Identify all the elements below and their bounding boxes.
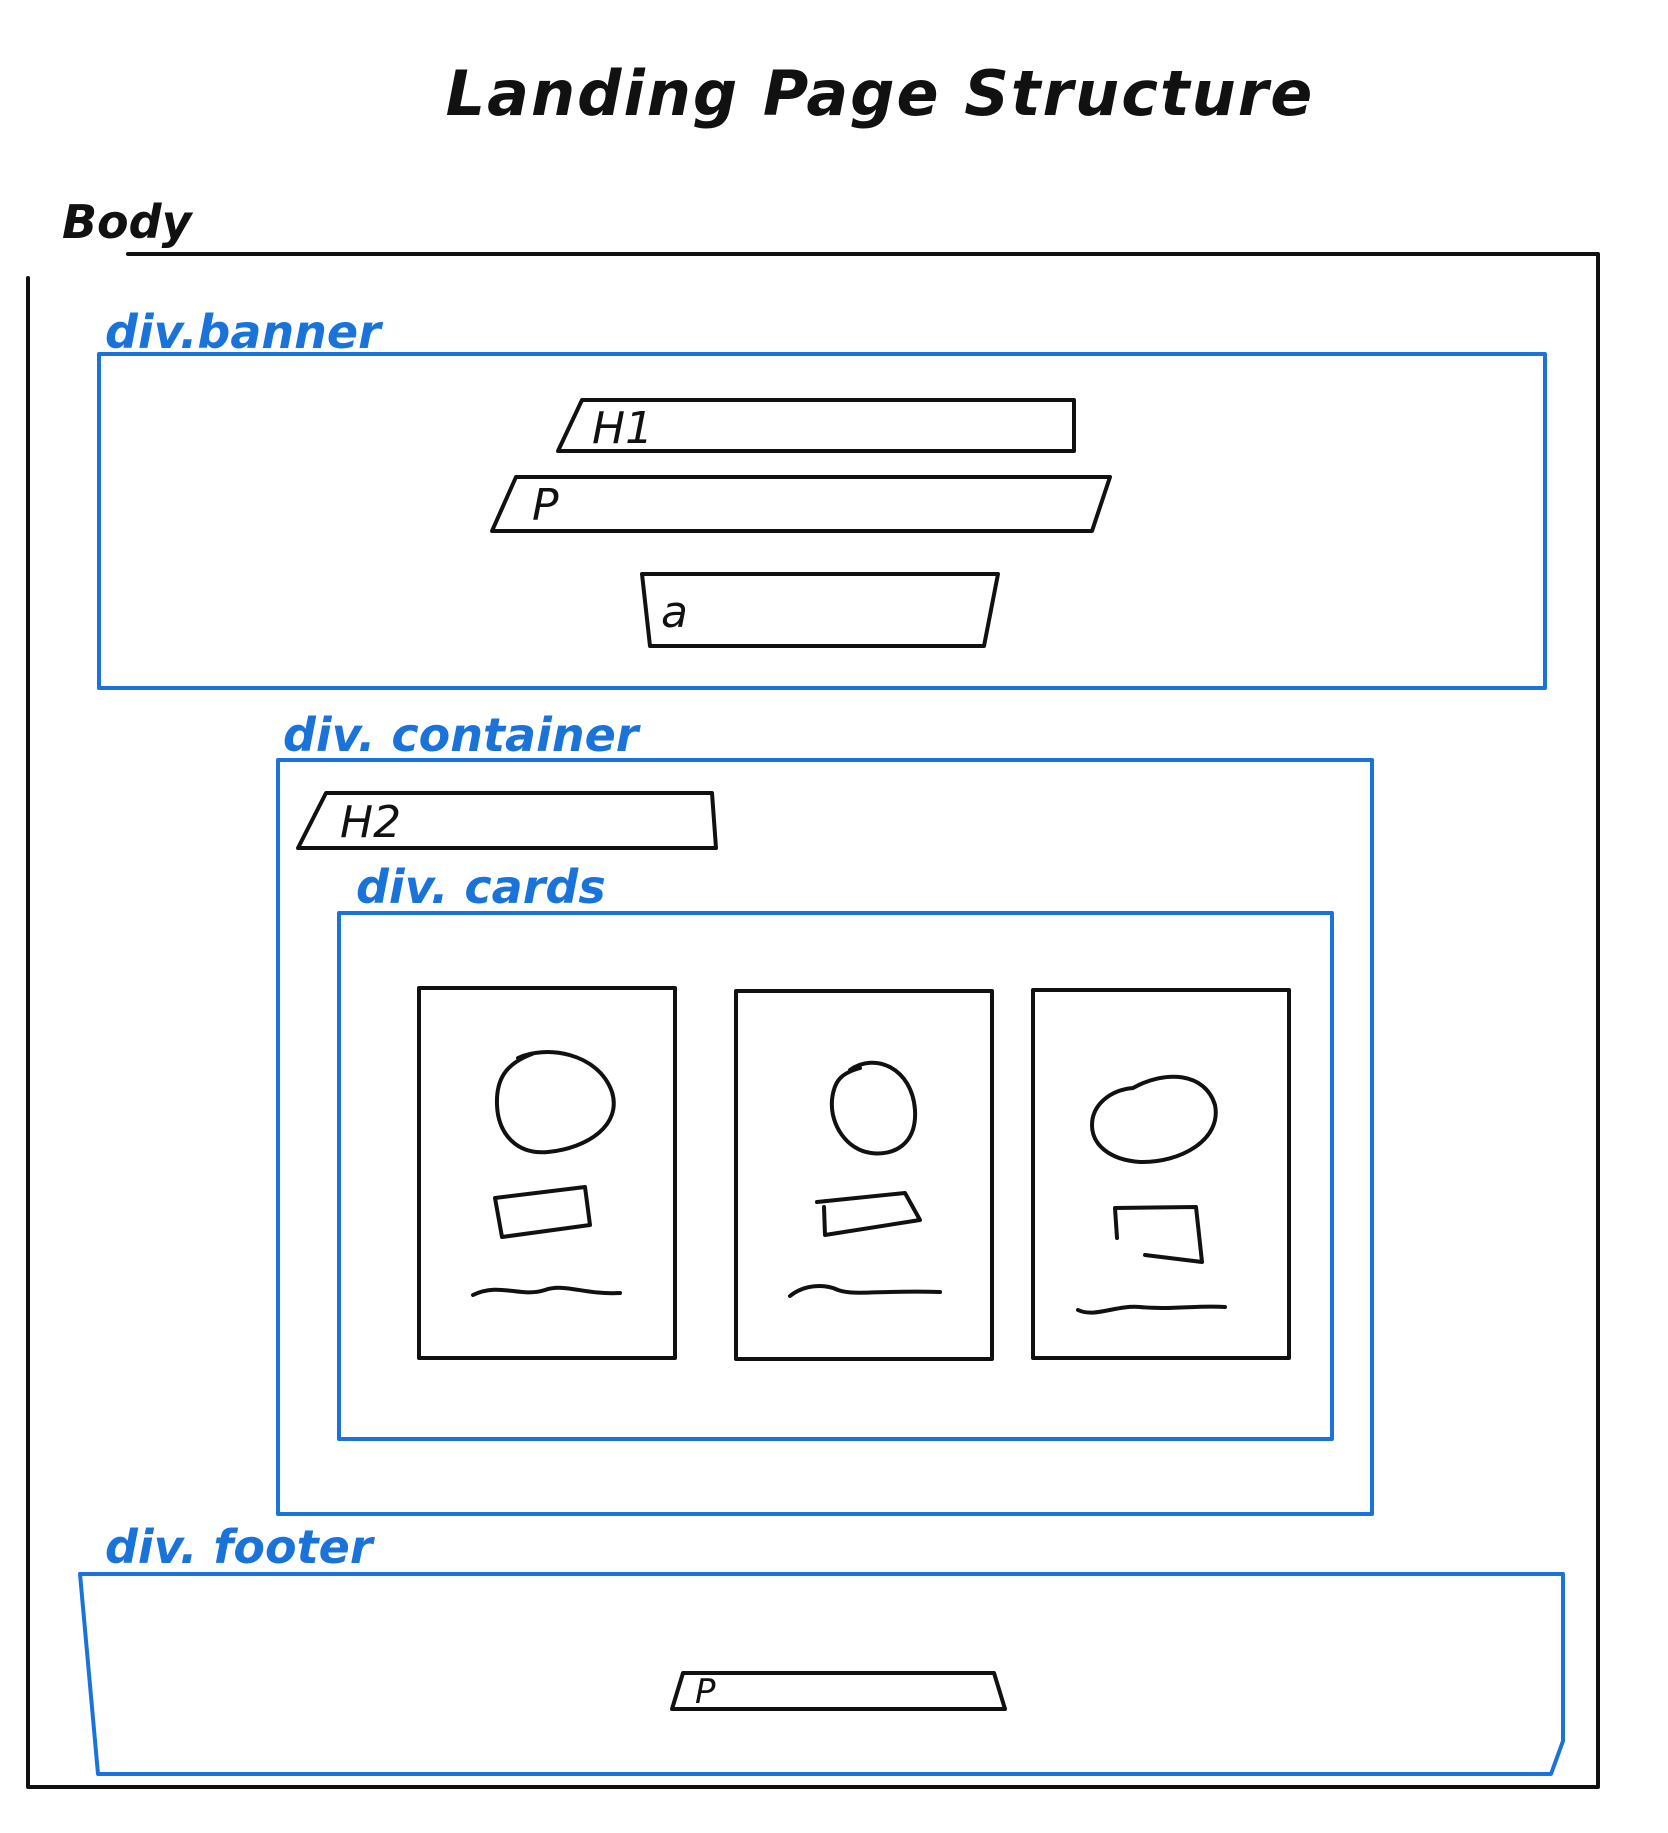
- banner-box: [97, 352, 1547, 690]
- a-element: [640, 572, 1000, 648]
- container-label: div. container: [283, 708, 642, 762]
- footer-p-element: [670, 1671, 1007, 1711]
- card-frame: [417, 986, 677, 1360]
- card-image-circle: [829, 1060, 918, 1156]
- h1-label: H1: [592, 403, 653, 454]
- footer-p-label: P: [695, 1672, 716, 1712]
- card-text-line: [471, 1285, 622, 1297]
- h2-label: H2: [340, 797, 401, 848]
- card-frame: [734, 989, 994, 1361]
- cards-box: [337, 911, 1334, 1441]
- card: [417, 986, 677, 1360]
- card-title-box: [1113, 1205, 1204, 1264]
- p-label: P: [532, 480, 559, 531]
- body-box: [26, 252, 1600, 1789]
- cards-label: div. cards: [356, 860, 606, 914]
- card-frame: [1031, 988, 1291, 1360]
- footer-box: [78, 1572, 1565, 1776]
- card-image-circle: [1090, 1074, 1218, 1165]
- card-title-box: [815, 1191, 922, 1237]
- container-box: [276, 758, 1374, 1516]
- h1-element: [556, 398, 1076, 453]
- a-label: a: [661, 587, 688, 638]
- p-element: [490, 475, 1112, 533]
- body-label: Body: [62, 195, 194, 249]
- banner-label: div.banner: [105, 305, 384, 359]
- diagram-title: Landing Page Structure: [446, 57, 1315, 130]
- card: [734, 989, 994, 1361]
- card-image-circle: [494, 1050, 616, 1155]
- h2-element: [296, 791, 718, 850]
- card: [1031, 988, 1291, 1360]
- footer-label: div. footer: [105, 1520, 376, 1574]
- card-text-line: [788, 1284, 942, 1298]
- card-text-line: [1076, 1304, 1227, 1315]
- card-title-box: [493, 1185, 592, 1239]
